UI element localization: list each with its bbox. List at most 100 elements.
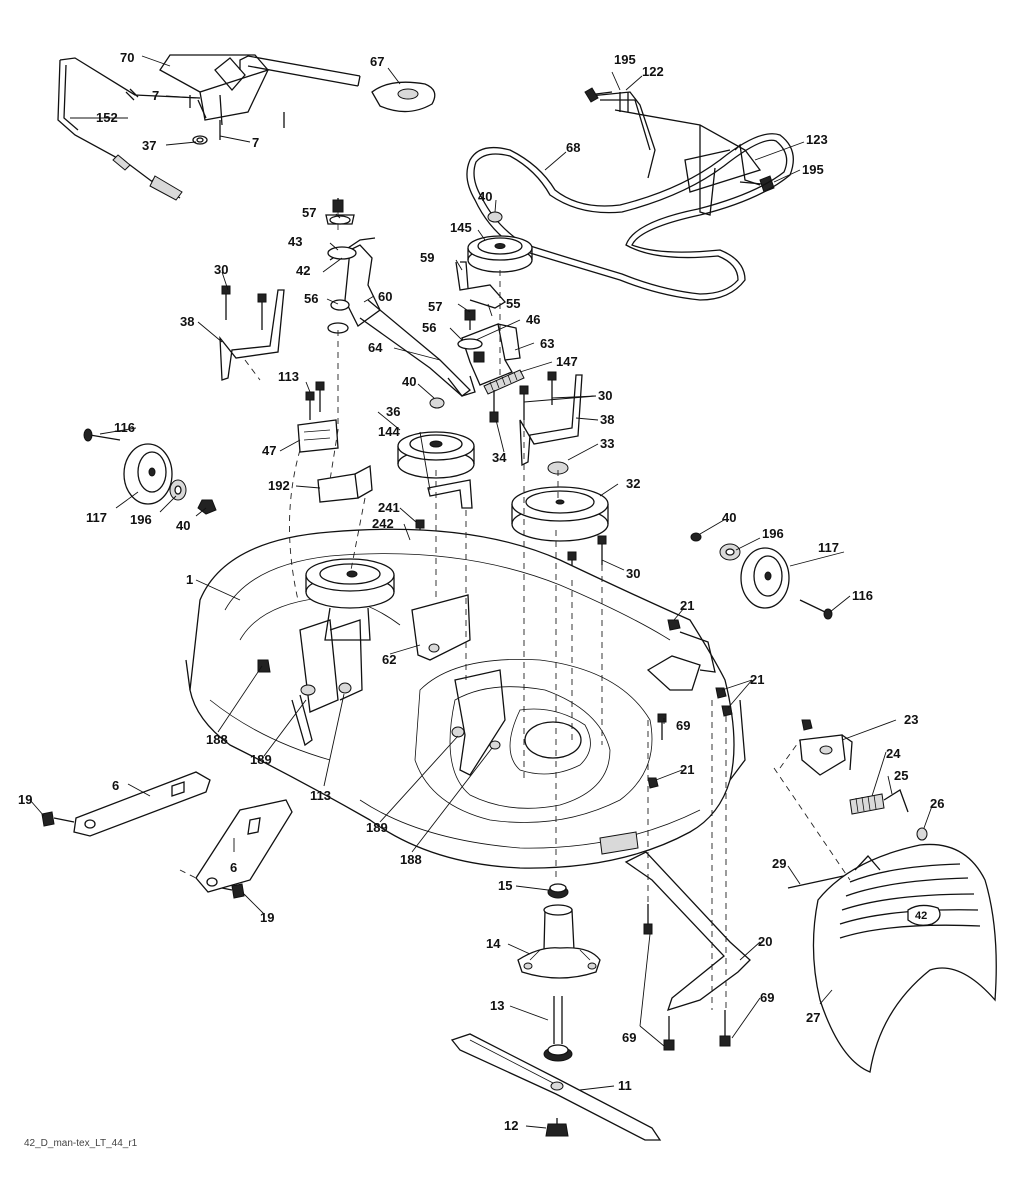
bracket-part-63 — [447, 323, 521, 397]
callout-14: 14 — [486, 936, 501, 951]
callout-64: 64 — [368, 340, 383, 355]
callout-6-b: 6 — [230, 860, 237, 875]
callout-68: 68 — [566, 140, 580, 155]
callout-21-a: 21 — [680, 598, 694, 613]
callout-152: 152 — [96, 110, 118, 125]
callout-123: 123 — [806, 132, 828, 147]
callout-192: 192 — [268, 478, 290, 493]
washer-part-26 — [916, 827, 928, 841]
callout-38-b: 38 — [600, 412, 614, 427]
belt-guide-part-38-right — [519, 374, 583, 467]
callout-21-b: 21 — [750, 672, 764, 687]
bracket-part-59 — [455, 261, 507, 309]
callout-6-a: 6 — [112, 778, 119, 793]
callout-56-a: 56 — [304, 291, 318, 306]
callout-29: 29 — [772, 856, 786, 871]
callout-21-c: 21 — [680, 762, 694, 777]
engagement-lever-assembly — [57, 54, 361, 201]
mower-deck-housing-part-1 — [185, 528, 746, 869]
callout-59: 59 — [420, 250, 434, 265]
callout-196-b: 196 — [762, 526, 784, 541]
callout-38-a: 38 — [180, 314, 194, 329]
callout-23: 23 — [904, 712, 918, 727]
callout-195-a: 195 — [614, 52, 636, 67]
callout-13: 13 — [490, 998, 504, 1013]
callout-30-b: 30 — [598, 388, 612, 403]
spindle-shaft-part-13 — [543, 996, 573, 1062]
callout-57-a: 57 — [302, 205, 316, 220]
deck-small-hardware — [647, 619, 733, 789]
callout-188-b: 188 — [400, 852, 422, 867]
knob-part-67 — [371, 81, 436, 113]
bolts-part-19 — [41, 811, 245, 899]
callout-43: 43 — [288, 234, 302, 249]
idler-arm-assembly — [325, 212, 471, 397]
callout-34: 34 — [492, 450, 507, 465]
callout-144: 144 — [378, 424, 400, 439]
callout-labels: 70 7 7 152 37 67 195 122 68 123 195 40 1… — [18, 50, 944, 1133]
drive-belt-part-68 — [466, 133, 794, 301]
callout-42: 42 — [296, 263, 310, 278]
deflector-bracket-part-23 — [799, 719, 853, 776]
deflector-logo-text: 42 — [915, 910, 927, 922]
callout-40-b: 40 — [402, 374, 416, 389]
callout-117-a: 117 — [86, 510, 107, 525]
callout-40-d: 40 — [722, 510, 736, 525]
mandrel-housing-part-14 — [517, 904, 601, 979]
callout-1: 1 — [186, 572, 193, 587]
spring-part-147 — [483, 369, 525, 395]
idler-pulley-part-145 — [467, 211, 533, 273]
callout-242: 242 — [372, 516, 394, 531]
bracket-part-144 — [427, 479, 473, 509]
callout-196-a: 196 — [130, 512, 152, 527]
callout-189-b: 189 — [366, 820, 388, 835]
callout-11: 11 — [618, 1078, 632, 1093]
bearing-part-15 — [547, 883, 569, 899]
gauge-wheel-left-assembly — [83, 428, 217, 515]
blade-bolt-part-12 — [545, 1118, 569, 1137]
callout-56-b: 56 — [422, 320, 436, 335]
belt-guide-part-38-left — [219, 289, 285, 381]
callout-47: 47 — [262, 443, 276, 458]
callout-19-a: 19 — [18, 792, 32, 807]
belt-guide-assembly — [584, 87, 775, 216]
callout-20: 20 — [758, 934, 772, 949]
callout-62: 62 — [382, 652, 396, 667]
callout-70: 70 — [120, 50, 134, 65]
lift-link-part-6-upper — [73, 771, 211, 837]
callout-24: 24 — [886, 746, 901, 761]
callout-113-b: 113 — [310, 788, 331, 803]
callout-117-b: 117 — [818, 540, 839, 555]
callout-26: 26 — [930, 796, 944, 811]
blade-part-11 — [450, 1033, 662, 1141]
bracket-part-192 — [317, 464, 373, 503]
deflector-logo: 42 — [907, 904, 941, 926]
callout-30-a: 30 — [214, 262, 228, 277]
callout-195-b: 195 — [802, 162, 824, 177]
callout-189-a: 189 — [250, 752, 272, 767]
callout-40-a: 40 — [478, 189, 492, 204]
callout-37: 37 — [142, 138, 156, 153]
callout-116-a: 116 — [114, 420, 135, 435]
callout-113-a: 113 — [278, 369, 299, 384]
callout-145: 145 — [450, 220, 472, 235]
callout-46: 46 — [526, 312, 540, 327]
lift-link-part-6-lower — [195, 799, 293, 893]
callout-7-a: 7 — [152, 88, 159, 103]
gauge-wheel-right-assembly — [690, 532, 833, 620]
bracket-part-47 — [297, 419, 339, 453]
leader-lines — [29, 55, 933, 1129]
callout-122: 122 — [642, 64, 664, 79]
callout-147: 147 — [556, 354, 578, 369]
callout-63: 63 — [540, 336, 554, 351]
idler-pulley-part-36 — [397, 397, 475, 479]
callout-36: 36 — [386, 404, 400, 419]
callout-19-b: 19 — [260, 910, 274, 925]
callout-32: 32 — [626, 476, 640, 491]
spring-part-24-25 — [849, 789, 909, 815]
callout-69-c: 69 — [622, 1030, 636, 1045]
drawing-code: 42_D_man-tex_LT_44_r1 — [24, 1138, 138, 1149]
callout-67: 67 — [370, 54, 384, 69]
callout-15: 15 — [498, 878, 512, 893]
